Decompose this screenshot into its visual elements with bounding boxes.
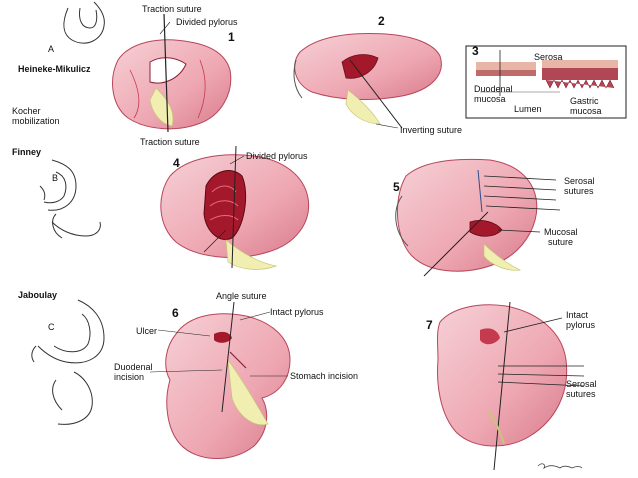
panel-5-drawing [395,158,561,277]
panel-4-drawing [160,145,310,270]
letter-b: B [52,173,59,183]
section-title-jaboulay: Jaboulay [18,290,58,300]
label-kocher-line1: Kocher [12,106,41,116]
panel-2-drawing [293,33,442,129]
label-mucosal-suture-line2: suture [548,237,574,247]
label-serosal-sutures-5-line1: Serosal [564,176,595,186]
label-inverting-suture: Inverting suture [400,125,463,135]
section-title-heineke: Heineke-Mikulicz [18,64,91,74]
label-lumen: Lumen [514,104,542,114]
panel-3-inset [465,45,627,119]
label-divided-pylorus-4: Divided pylorus [246,151,308,161]
label-serosal-sutures-5-line2: sutures [564,186,594,196]
letter-a: A [48,44,55,54]
label-intact-pylorus-6: Intact pylorus [270,307,324,317]
label-ulcer: Ulcer [136,326,158,336]
label-mucosal-suture-line1: Mucosal [544,227,578,237]
stomach-sketch-c [31,299,105,425]
label-divided-pylorus-1: Divided pylorus [176,17,238,27]
panel-7-drawing [437,301,585,471]
label-stomach-incision: Stomach incision [290,371,359,381]
label-serosal-sutures-7-line2: sutures [566,389,596,399]
label-serosa: Serosa [534,52,563,62]
step-number-7: 7 [426,318,433,332]
panel-6-drawing [165,301,291,459]
label-intact-pylorus-7-line1: Intact [566,310,589,320]
label-duodenal-mucosa-line1: Duodenal [474,84,513,94]
pointer-lines [149,21,399,377]
letter-c: C [48,322,55,332]
label-duodenal-incision-line2: incision [114,372,145,382]
step-number-6: 6 [172,306,179,320]
label-duodenal-mucosa-line2: mucosa [474,94,506,104]
panel-1-drawing [112,13,232,133]
label-serosal-sutures-7-line1: Serosal [566,379,597,389]
label-traction-suture-bottom: Traction suture [140,137,200,147]
label-gastric-mucosa-line1: Gastric [570,96,599,106]
label-intact-pylorus-7-line2: pylorus [566,320,596,330]
stomach-sketch-b [39,159,101,239]
label-angle-suture: Angle suture [216,291,267,301]
section-title-finney: Finney [12,147,42,157]
label-kocher-line2: mobilization [12,116,60,126]
step-number-2: 2 [378,14,385,28]
label-duodenal-incision-line1: Duodenal [114,362,153,372]
step-number-1: 1 [228,30,235,44]
step-number-4: 4 [173,156,180,170]
stomach-sketch-a [63,1,105,44]
step-number-3: 3 [472,44,479,58]
label-gastric-mucosa-line2: mucosa [570,106,602,116]
step-number-5: 5 [393,180,400,194]
label-traction-suture-top: Traction suture [142,4,202,14]
